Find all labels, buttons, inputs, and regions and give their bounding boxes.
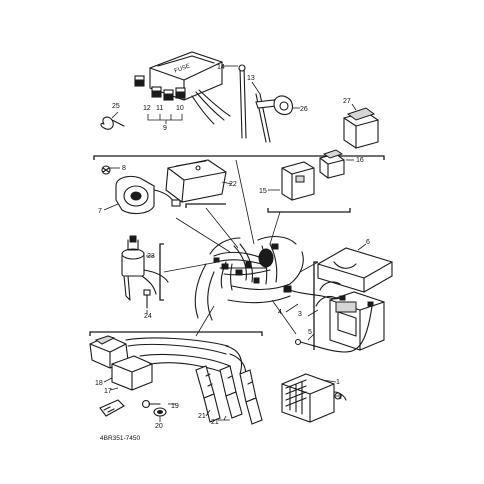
callout-5: 5 [308,329,312,336]
callout-26: 26 [300,106,308,113]
battery-cover[interactable] [317,247,393,293]
coil-bracket[interactable] [99,399,125,417]
battery[interactable] [329,291,385,351]
section-bracket-battery [313,261,318,350]
screw-19[interactable] [141,399,161,409]
callout-27: 27 [343,98,351,105]
callout-25: 25 [112,103,120,110]
wire-harness[interactable] [213,243,279,291]
figure-code: 4BR351-7450 [100,435,140,442]
spark-plug-caps[interactable] [195,365,263,425]
callout-14: 14 [217,64,225,71]
callout-3: 3 [298,311,302,318]
callout-4: 4 [278,309,282,316]
fuse-box[interactable]: FUSE [149,51,231,125]
callout-7: 7 [98,208,102,215]
spare-fuses[interactable] [134,75,186,101]
relay-unit-27[interactable] [343,107,379,149]
section-bracket-coils [89,331,263,336]
callout-22: 22 [229,181,237,188]
cable-band[interactable] [238,64,247,139]
battery-negative-lead[interactable] [294,305,373,353]
section-bracket-top [93,155,385,160]
rectifier-regulator[interactable] [281,373,347,423]
callout-16: 16 [356,157,364,164]
bolt-8[interactable] [101,165,111,175]
callout-21-lower: 21 [211,419,219,426]
connection-rays [163,159,319,337]
callout-24: 24 [144,313,152,320]
callout-8: 8 [122,165,126,172]
wire-clamp[interactable] [255,93,277,143]
callout-11: 11 [156,105,163,112]
callout-23: 23 [147,253,155,260]
callout-18: 18 [95,380,103,387]
callout-15: 15 [259,188,267,195]
cdi-unit[interactable] [165,159,227,203]
wire-clip[interactable] [100,116,125,130]
callout-20: 20 [155,423,163,430]
section-bracket-cdi [185,203,226,208]
starter-relay-lead[interactable] [315,281,341,307]
fuse-label: FUSE [174,63,191,74]
callout-10: 10 [176,105,184,112]
callout-2: 2 [338,394,342,401]
callout-6: 6 [366,239,370,246]
battery-positive-lead[interactable] [283,285,341,300]
callout-1: 1 [336,379,340,386]
relay-16[interactable] [319,149,345,179]
relay-15[interactable] [281,161,315,201]
horn[interactable] [115,175,181,215]
callout-13: 13 [247,75,255,82]
ignition-coil-assembly[interactable] [89,335,247,391]
section-bracket-right [267,208,351,213]
motorcycle-frame [194,235,304,321]
callout-17: 17 [104,388,112,395]
hose-clamp[interactable] [273,95,294,116]
callout-12: 12 [143,105,151,112]
callout-19: 19 [171,403,179,410]
callout-21-upper: 21 [198,413,206,420]
grommet[interactable] [153,407,167,417]
bolt-24[interactable] [143,289,151,309]
main-switch[interactable] [121,235,169,301]
section-bracket-switch [159,243,164,301]
callout-9: 9 [163,125,167,132]
